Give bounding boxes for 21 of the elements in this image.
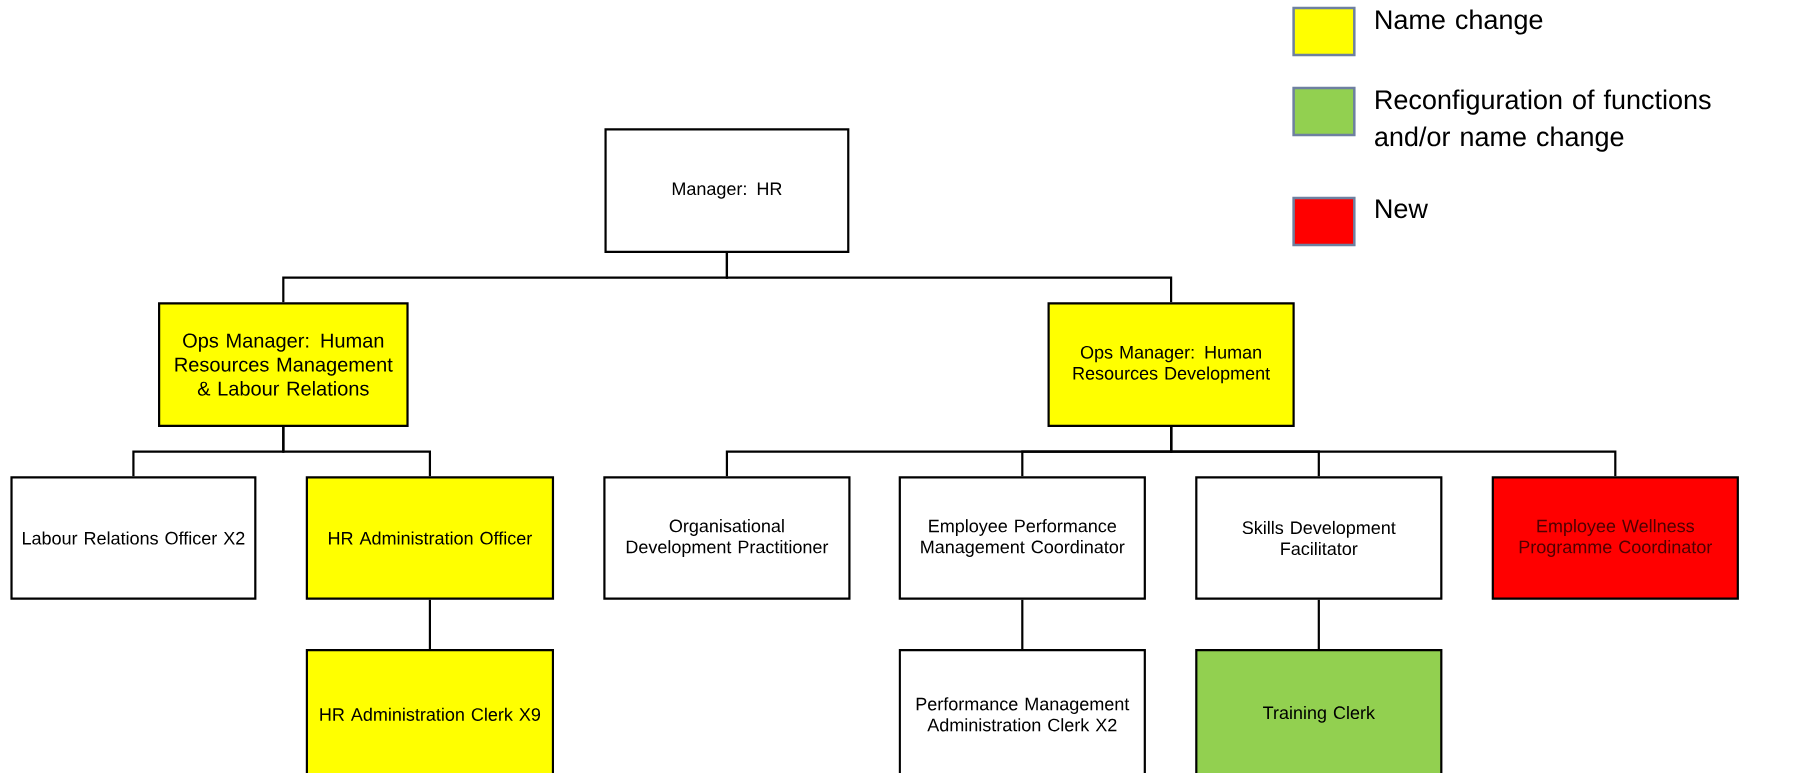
role-box: Ops Manager: Human Resources Development bbox=[1047, 302, 1295, 427]
legend-label: Reconfiguration of functions and/or name change bbox=[1375, 89, 1711, 152]
legend-label: New bbox=[1376, 199, 1428, 219]
role-box: Performance Management Administration Clerk X2 bbox=[898, 649, 1146, 773]
role-box: Manager: HR bbox=[604, 128, 850, 253]
connector-line bbox=[428, 599, 432, 650]
role-box: Employee Wellness Programme Coordinator bbox=[1491, 476, 1739, 600]
connector-line bbox=[282, 426, 432, 477]
role-box: Labour Relations Officer X2 bbox=[10, 476, 257, 600]
connector-line bbox=[1317, 599, 1320, 650]
role-box: HR Administration Clerk X9 bbox=[305, 649, 555, 773]
connector-line bbox=[1021, 599, 1024, 650]
connector-line bbox=[725, 252, 1173, 303]
role-box: Training Clerk bbox=[1195, 649, 1443, 773]
connector-line bbox=[1170, 426, 1617, 477]
role-box: HR Administration Officer bbox=[305, 476, 555, 600]
role-box: Organisational Development Practitioner bbox=[603, 476, 851, 600]
role-box: Skills Development Facilitator bbox=[1195, 476, 1443, 600]
legend-label: Name change bbox=[1376, 9, 1543, 35]
role-box: Employee Performance Management Coordinator bbox=[898, 476, 1146, 600]
role-box: Ops Manager: Human Resources Management & Labour Relations bbox=[158, 302, 409, 427]
